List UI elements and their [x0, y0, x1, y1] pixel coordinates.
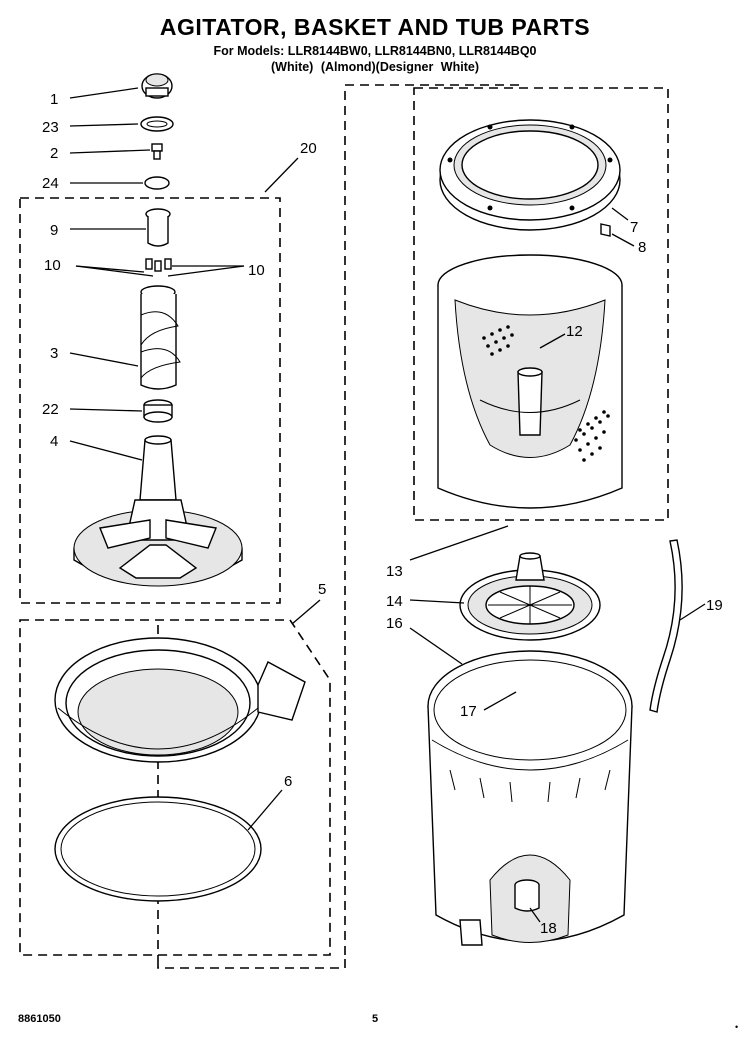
- callout-17: 17: [460, 703, 477, 720]
- group-box-basket: [413, 87, 669, 521]
- callout-16: 16: [386, 615, 403, 632]
- document-number: 8861050: [18, 1013, 61, 1025]
- part-6-gasket: [54, 796, 262, 902]
- callout-8: 8: [638, 239, 646, 256]
- color-variants: (White) (Almond)(Designer White): [271, 60, 479, 74]
- part-22-coupling: [143, 399, 173, 423]
- callout-10-left: 10: [44, 257, 61, 274]
- callout-5: 5: [318, 581, 326, 598]
- part-1-agitator-cap: [141, 73, 173, 99]
- callout-9: 9: [50, 222, 58, 239]
- part-9-cam: [145, 208, 171, 247]
- part-18-bearing: [514, 879, 540, 912]
- callout-3: 3: [50, 345, 58, 362]
- part-14-hub: [459, 552, 601, 641]
- callout-24: 24: [42, 175, 59, 192]
- group-box-basket-ring: [19, 619, 331, 956]
- basket: [437, 254, 623, 509]
- callout-1: 1: [50, 91, 58, 108]
- callout-20: 20: [300, 140, 317, 157]
- callout-19: 19: [706, 597, 723, 614]
- part-23-retainer: [140, 116, 174, 132]
- part-10-dogs: [145, 258, 172, 272]
- part-24-washer: [144, 176, 170, 190]
- part-7-top-ring: [439, 119, 621, 231]
- page-title: AGITATOR, BASKET AND TUB PARTS: [159, 14, 591, 40]
- callout-18: 18: [540, 920, 557, 937]
- callout-14: 14: [386, 593, 403, 610]
- part-5-balance-ring: [54, 637, 306, 763]
- leader-lines: [69, 87, 706, 923]
- center-guide-line: [344, 84, 520, 955]
- callout-12: 12: [566, 323, 583, 340]
- callout-13: 13: [386, 563, 403, 580]
- model-list: For Models: LLR8144BW0, LLR8144BN0, LLR8…: [213, 44, 537, 58]
- part-19-hose: [649, 539, 683, 713]
- part-3-auger: [140, 285, 181, 390]
- callout-22: 22: [42, 401, 59, 418]
- callout-6: 6: [284, 773, 292, 790]
- part-4-agitator-base: [73, 435, 243, 587]
- center-guide-bottom: [157, 955, 346, 969]
- callout-23: 23: [42, 119, 59, 136]
- callout-10-right: 10: [248, 262, 265, 279]
- part-2-bolt: [151, 143, 163, 160]
- part-16-outer-tub: [427, 650, 633, 946]
- callout-7: 7: [630, 219, 638, 236]
- page-number: 5: [372, 1013, 379, 1025]
- callout-4: 4: [50, 433, 58, 450]
- callout-2: 2: [50, 145, 58, 162]
- group-box-agitator: [19, 197, 281, 604]
- part-8-clip: [600, 223, 611, 237]
- margin-mark: •: [735, 1022, 739, 1032]
- callout-labels: 1 23 2 24 20 9 10 10 3 22 4 5 6 7 8 12 1…: [42, 91, 723, 937]
